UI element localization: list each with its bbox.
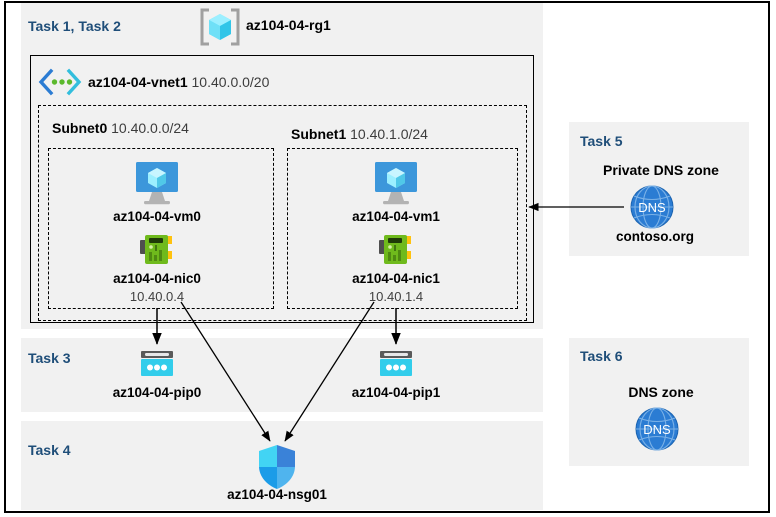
private-dns-zone-title: Private DNS zone [603,162,719,178]
virtual-machine-icon [370,160,422,206]
dns-zone-icon: DNS [634,406,680,452]
nic-1-ip: 10.40.1.4 [368,289,424,304]
virtual-network-icon [38,68,82,96]
network-interface-icon [376,232,416,268]
resource-group-icon [199,8,241,46]
public-ip-panel [21,338,543,412]
subnet-1-box [287,148,518,309]
dns-zone-icon: DNS [629,184,675,230]
network-security-group-icon [256,444,298,490]
public-ip-address-icon [139,349,175,379]
svg-text:DNS: DNS [643,422,671,437]
nic-0-ip: 10.40.0.4 [129,289,185,304]
task-label-1-2: Task 1, Task 2 [28,18,121,34]
virtual-network-label: az104-04-vnet1 10.40.0.0/20 [88,74,270,90]
nic-1-label: az104-04-nic1 [352,271,440,286]
private-dns-zone-name: contoso.org [616,229,694,244]
resource-group-name: az104-04-rg1 [246,17,331,33]
virtual-machine-icon [131,160,183,206]
svg-text:DNS: DNS [638,200,666,215]
task-label-6: Task 6 [580,348,623,364]
subnet-0-label: Subnet0 10.40.0.0/24 [52,120,189,136]
nsg-label: az104-04-nsg01 [227,487,327,502]
vm-0-label: az104-04-vm0 [113,209,201,224]
task-label-5: Task 5 [580,133,623,149]
subnet-1-label: Subnet1 10.40.1.0/24 [291,126,428,142]
subnet-container [38,105,527,321]
task-label-4: Task 4 [28,442,71,458]
network-interface-icon [137,232,177,268]
subnet-0-box [48,148,274,309]
nic-0-label: az104-04-nic0 [113,271,201,286]
vm-1-label: az104-04-vm1 [352,209,440,224]
dns-zone-title: DNS zone [628,384,694,400]
pip-0-label: az104-04-pip0 [112,385,202,400]
pip-1-label: az104-04-pip1 [351,385,441,400]
public-ip-address-icon [378,349,414,379]
task-label-3: Task 3 [28,350,71,366]
virtual-network-box [30,55,534,323]
